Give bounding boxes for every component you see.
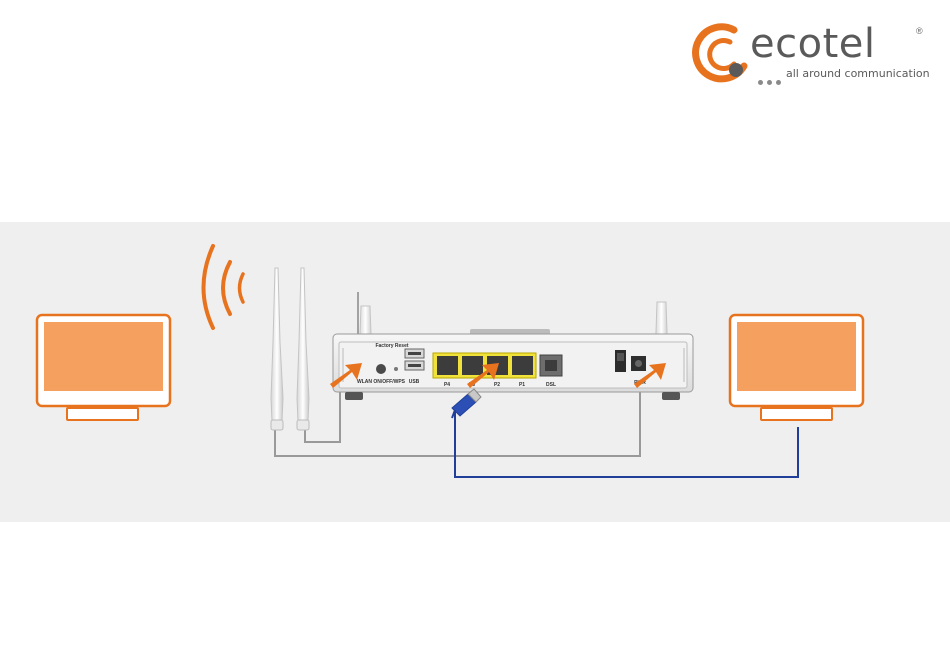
antenna-icon xyxy=(271,268,309,430)
connection-diagram: WLAN ON/OFF/WPS Factory Reset USB P4 P3 … xyxy=(0,222,950,522)
registered-mark: ® xyxy=(916,26,923,36)
label-p2: P2 xyxy=(494,382,500,388)
brand-tagline: all around communication xyxy=(786,67,930,80)
wifi-waves-icon xyxy=(204,246,244,328)
left-monitor-icon xyxy=(37,315,170,420)
brand-wordmark: ecotel xyxy=(750,22,875,66)
label-dsl: DSL xyxy=(546,382,556,388)
label-usb: USB xyxy=(409,379,420,385)
label-wlan: WLAN ON/OFF/WPS xyxy=(357,379,406,385)
ethernet-plug-icon xyxy=(452,389,481,418)
right-monitor-icon xyxy=(730,315,863,420)
label-p4: P4 xyxy=(444,382,450,388)
ecotel-logo: ecotel ® all around communication xyxy=(690,20,930,90)
ecotel-swoosh-icon xyxy=(690,20,752,90)
wifi-cable xyxy=(275,382,640,456)
label-p1: P1 xyxy=(519,382,525,388)
tagline-dots xyxy=(758,72,785,90)
lan-cable xyxy=(455,410,798,477)
label-factory-reset: Factory Reset xyxy=(375,343,408,349)
